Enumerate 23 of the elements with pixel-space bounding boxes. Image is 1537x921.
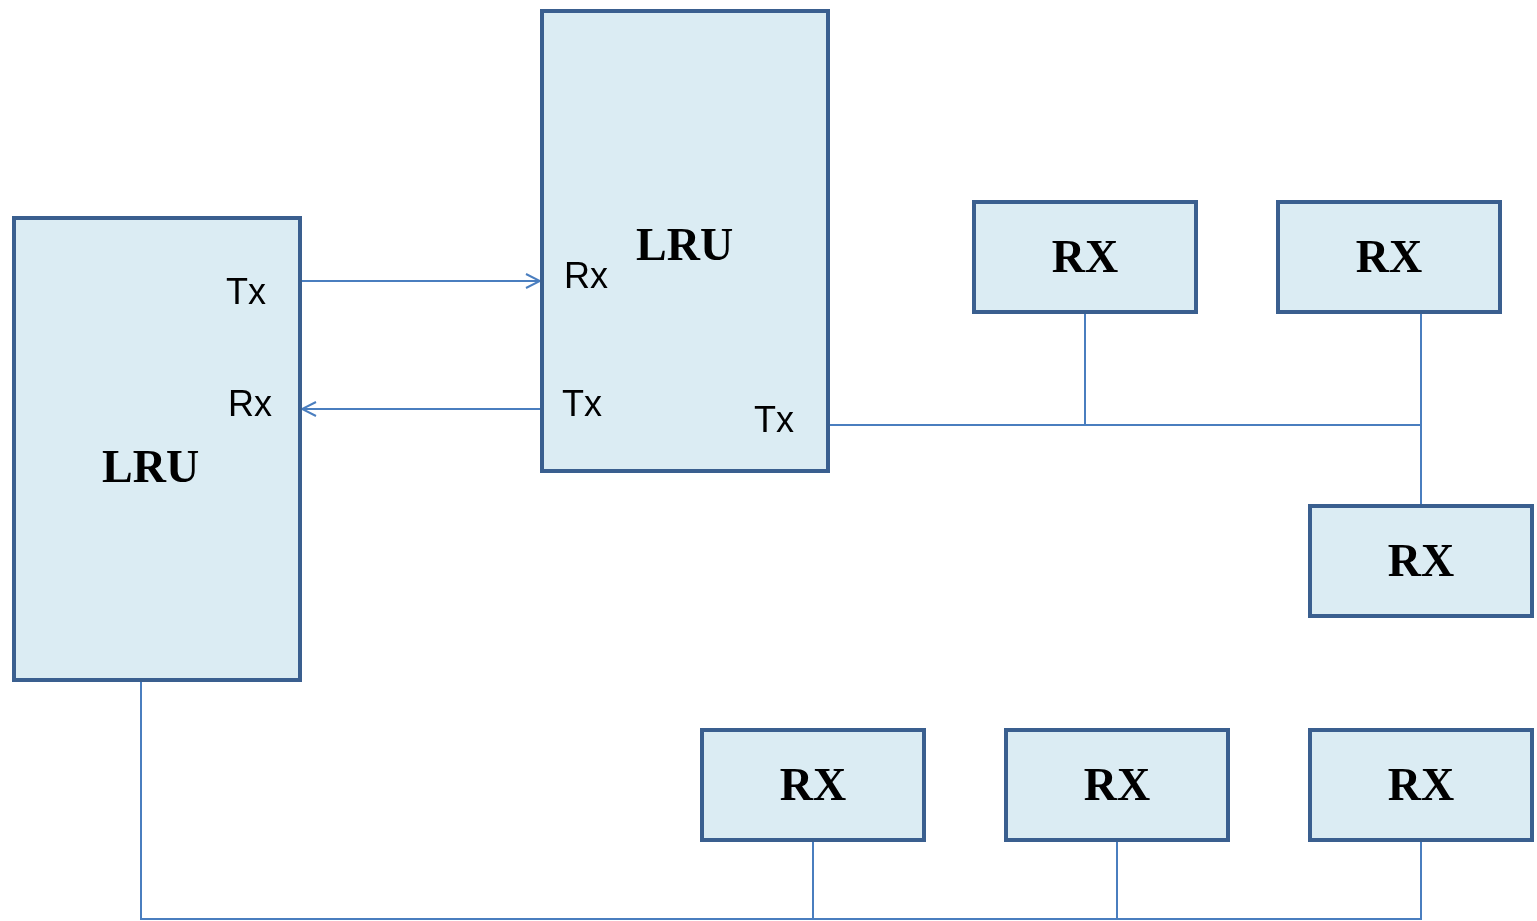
unit-box — [540, 9, 830, 473]
port-label: Rx — [228, 386, 272, 422]
unit-label: RX — [1083, 762, 1151, 808]
port-label: Tx — [754, 402, 794, 438]
receiver-box — [1004, 728, 1230, 842]
receiver-box — [1308, 504, 1534, 618]
unit-label: RX — [1387, 762, 1455, 808]
unit-label: RX — [779, 762, 847, 808]
unit-label: RX — [1387, 538, 1455, 584]
unit-label: LRU — [636, 222, 734, 268]
arrow — [301, 273, 541, 289]
receiver-box — [972, 200, 1198, 314]
unit-label: RX — [1355, 234, 1423, 280]
port-label: Tx — [562, 386, 602, 422]
receiver-box — [1276, 200, 1502, 314]
unit-box — [12, 216, 302, 682]
unit-label: LRU — [102, 444, 200, 490]
port-label: Rx — [564, 258, 608, 294]
arrow — [301, 401, 541, 417]
receiver-box — [1308, 728, 1534, 842]
unit-label: RX — [1051, 234, 1119, 280]
receiver-box — [700, 728, 926, 842]
port-label: Tx — [226, 274, 266, 310]
